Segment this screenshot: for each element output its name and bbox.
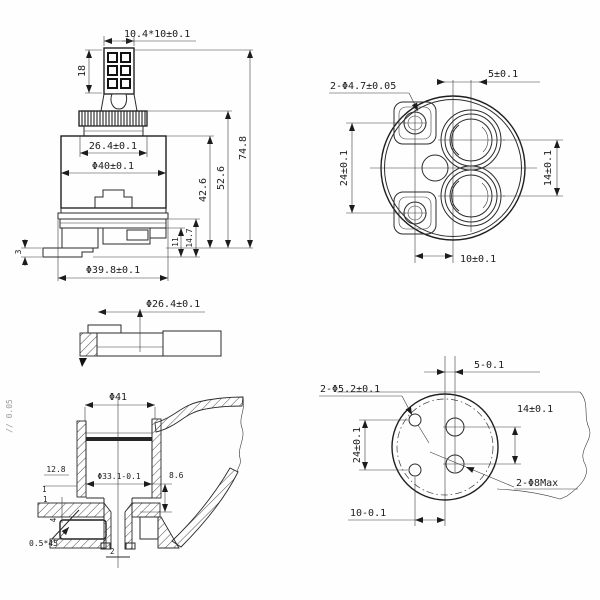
dim-base-diameter: Φ39.8±0.1 [86, 265, 140, 276]
dim-foot-height: 11 [171, 237, 180, 247]
collar-view: Φ26.4±0.1 [79, 299, 222, 367]
dim-screw-offset-2: 10-0.1 [350, 508, 386, 519]
body-outline [496, 391, 591, 500]
dim-mid-height: 52.6 [216, 166, 227, 190]
bottom-view: 5±0.1 2-Φ4.7±0.05 24±0.1 14±0.1 10±0.1 [329, 69, 563, 265]
dim-4: 4 [49, 517, 58, 522]
hole-view: 5-0.1 2-Φ5.2±0.1 24±0.1 14±0.1 2-Φ8Max 1… [319, 356, 591, 526]
dim-stem-section: 10.4*10±0.1 [124, 29, 190, 40]
valve-seat [86, 437, 152, 441]
channel-wall-left [103, 501, 112, 550]
dim-base-height: 14.7 [185, 228, 194, 247]
screw-hole-lower [408, 463, 422, 477]
dim-body-diameter: Φ40±0.1 [92, 161, 134, 172]
dim-port-note: 2-Φ8Max [516, 478, 558, 489]
dim-port-offset: 5±0.1 [488, 69, 518, 80]
stem-spline-squares [107, 52, 131, 89]
dim-body-height: 42.6 [198, 178, 209, 202]
dim-screw-pitch-2: 24±0.1 [352, 427, 363, 463]
water-port-lower [438, 165, 505, 227]
spout-wall-upper [154, 396, 244, 433]
channel-wall-right [124, 501, 133, 550]
side-view: 10.4*10±0.1 18 26.4±0.1 Φ40±0.1 [14, 29, 253, 281]
dim-chamfer: 0.5*45 [29, 539, 58, 548]
collar-body [96, 332, 164, 357]
center-pin-hole [421, 154, 449, 182]
water-port-upper [438, 109, 505, 171]
tolerance-note: // 0.05 [5, 399, 14, 433]
dim-screw-note-2: 2-Φ5.2±0.1 [320, 384, 380, 395]
dim-port-offset-2: 5-0.1 [474, 360, 504, 371]
dim-port-pitch-2: 14±0.1 [517, 404, 553, 415]
collar-step [87, 324, 122, 334]
collar-hub [162, 330, 222, 357]
dim-screw-note: 2-Φ4.7±0.05 [330, 81, 396, 92]
spout-wall-lower [171, 467, 239, 548]
dim-cap-width: 26.4±0.1 [89, 141, 137, 152]
bottom-tab [42, 247, 94, 258]
base-slab-right [131, 502, 161, 518]
dim-2: 2 [110, 547, 115, 556]
collar-flange [79, 332, 98, 357]
dim-stem-height: 18 [77, 65, 88, 77]
left-foot [61, 227, 99, 249]
dim-1a: 1 [42, 485, 47, 494]
dim-bore: Φ41 [109, 392, 127, 403]
dim-seat-bore: Φ33.1-0.1 [97, 472, 141, 481]
body-notch [94, 189, 133, 208]
dim-depth: 12.8 [46, 465, 65, 474]
dim-port-pitch: 14±0.1 [543, 150, 554, 186]
section-view: // 0.05 Φ41 Φ33.1-0.1 12.8 1 8.6 [5, 392, 244, 568]
dim-tab-thickness: 3 [14, 249, 23, 254]
section-arrow [79, 358, 87, 367]
socket-wall-left [76, 420, 87, 498]
dim-screw-pitch: 24±0.1 [339, 150, 350, 186]
dim-total-height: 74.8 [238, 136, 249, 160]
screw-hole-upper [408, 413, 422, 427]
knurled-ring [78, 110, 148, 127]
dim-1b: 1 [43, 495, 48, 504]
dim-screw-offset: 10±0.1 [460, 254, 496, 265]
break-line [237, 396, 244, 473]
dim-collar-diameter: Φ26.4±0.1 [146, 299, 200, 310]
base-slab-left [37, 502, 105, 518]
dim-step: 8.6 [169, 471, 184, 480]
